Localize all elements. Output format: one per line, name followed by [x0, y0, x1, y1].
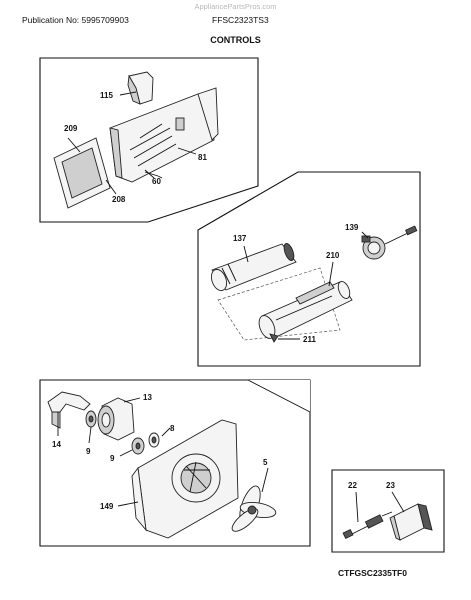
assembly-outline: [217, 267, 341, 341]
callout-211: 211: [303, 335, 316, 344]
part-209-frame[interactable]: [53, 137, 111, 209]
leader-13: [123, 397, 141, 403]
callout-60: 60: [152, 177, 161, 186]
control-housing-panel: 115 209 81 60 208: [39, 57, 259, 223]
leader-139: [361, 231, 369, 239]
part-22-harness[interactable]: [342, 511, 393, 540]
callout-209: 209: [64, 124, 78, 133]
leader-81: [177, 147, 197, 155]
leader-137: [243, 245, 249, 263]
callout-14: 14: [52, 440, 61, 449]
leader-149: [117, 501, 139, 507]
light-housing-frame: [197, 171, 421, 367]
part-139-socket[interactable]: [361, 225, 418, 260]
callout-9-lower: 9: [110, 454, 115, 463]
publication-number: Publication No: 5995709903: [22, 15, 129, 25]
callout-208: 208: [112, 195, 126, 204]
callout-210: 210: [326, 251, 340, 260]
part-13-motor[interactable]: [97, 397, 135, 441]
part-5-fan-blade[interactable]: [229, 483, 277, 534]
leader-9-lower: [119, 449, 133, 457]
callout-5: 5: [263, 458, 268, 467]
callout-8: 8: [170, 424, 175, 433]
part-137-tube[interactable]: [209, 242, 297, 293]
callout-9-upper: 9: [86, 447, 91, 456]
leader-210: [328, 261, 334, 287]
leader-8: [161, 427, 171, 437]
leader-23: [391, 491, 405, 513]
part-9-grommet-lower[interactable]: [131, 437, 145, 455]
part-115-clip[interactable]: [119, 71, 154, 105]
diagram-code: CTFGSC2335TF0: [338, 568, 407, 578]
part-8-nut[interactable]: [148, 432, 160, 448]
fan-assembly-frame: [39, 379, 311, 547]
section-title: CONTROLS: [210, 35, 261, 45]
leader-9-upper: [88, 426, 92, 444]
callout-149: 149: [100, 502, 114, 511]
switch-frame: [331, 469, 445, 553]
part-210-housing[interactable]: [256, 280, 353, 341]
control-housing-frame: [39, 57, 259, 223]
part-60-housing[interactable]: [109, 87, 219, 183]
leader-5: [261, 467, 269, 493]
model-number: FFSC2323TS3: [212, 15, 269, 25]
part-149-shroud[interactable]: [131, 419, 239, 539]
switch-panel: 22 23: [331, 469, 445, 553]
leader-60: [144, 169, 155, 179]
light-housing-panel: 137 139 210 211: [197, 171, 421, 367]
callout-22: 22: [348, 481, 357, 490]
callout-139: 139: [345, 223, 359, 232]
leader-208: [105, 179, 117, 195]
part-23-switch[interactable]: [389, 503, 433, 541]
part-9-grommet-upper[interactable]: [85, 410, 97, 428]
callout-23: 23: [386, 481, 395, 490]
part-211-clip[interactable]: [269, 333, 279, 343]
fan-assembly-panel: 14 9 13 9 8 5 149: [39, 379, 311, 547]
leader-22: [355, 491, 359, 523]
callout-81: 81: [198, 153, 207, 162]
callout-115: 115: [100, 91, 113, 100]
callout-13: 13: [143, 393, 152, 402]
watermark: AppliancePartsPros.com: [194, 2, 277, 11]
callout-137: 137: [233, 234, 247, 243]
part-14-bracket[interactable]: [47, 391, 91, 429]
